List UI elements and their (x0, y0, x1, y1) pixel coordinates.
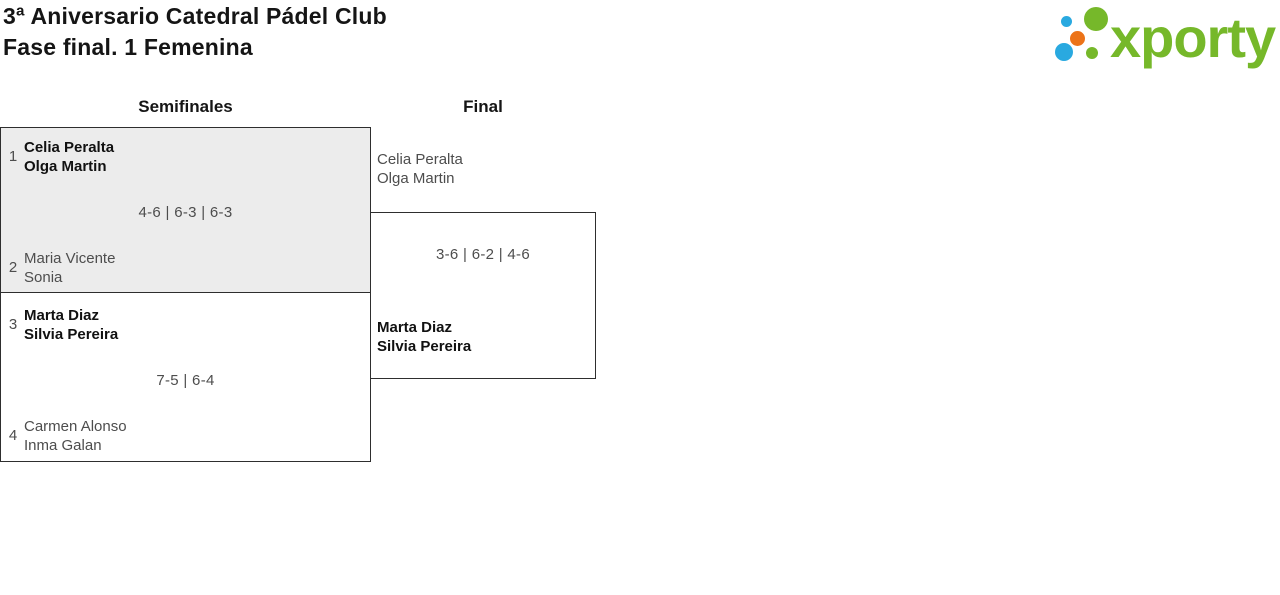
page-subtitle: Fase final. 1 Femenina (3, 34, 253, 60)
score-semifinal-2: 7-5 | 6-4 (156, 372, 215, 389)
player-name: Olga Martin (24, 158, 107, 175)
player-name: Silvia Pereira (24, 326, 119, 343)
match-box-semifinal-1 (0, 127, 371, 293)
match-box-final (370, 212, 596, 379)
player-name: Carmen Alonso (24, 418, 127, 435)
player-name: Marta Diaz (377, 319, 453, 336)
logo-dot-green-small-icon (1086, 47, 1098, 59)
player-name: Inma Galan (24, 437, 102, 454)
team-semifinal1-loser: Maria Vicente Sonia (24, 249, 115, 287)
logo-dot-orange-icon (1070, 31, 1085, 46)
score-semifinal-1: 4-6 | 6-3 | 6-3 (138, 204, 233, 221)
page-title: 3ª Aniversario Catedral Pádel Club (3, 3, 387, 29)
team-semifinal2-loser: Carmen Alonso Inma Galan (24, 417, 127, 455)
player-name: Maria Vicente (24, 250, 116, 267)
xporty-wordmark: xporty (1110, 6, 1276, 69)
title-block: 3ª Aniversario Catedral Pádel Club Fase … (3, 1, 387, 63)
seed-number: 4 (8, 427, 18, 444)
score-final: 3-6 | 6-2 | 4-6 (435, 246, 530, 263)
logo-dot-blue-large-icon (1055, 43, 1073, 61)
player-name: Celia Peralta (377, 151, 463, 168)
player-name: Silvia Pereira (377, 338, 472, 355)
seed-number: 3 (8, 316, 18, 333)
xporty-logo[interactable]: xporty (1048, 6, 1280, 70)
team-semifinal1-winner: Celia Peralta Olga Martin (24, 138, 114, 176)
player-name: Celia Peralta (24, 139, 115, 156)
team-final-top: Celia Peralta Olga Martin (377, 150, 463, 188)
match-box-semifinal-2 (0, 292, 371, 462)
player-name: Marta Diaz (24, 307, 100, 324)
seed-number: 1 (8, 148, 18, 165)
round-header-final: Final (463, 97, 503, 116)
player-name: Olga Martin (377, 170, 455, 187)
logo-dot-green-large-icon (1084, 7, 1108, 31)
player-name: Sonia (24, 269, 63, 286)
round-header-semifinales: Semifinales (138, 97, 233, 116)
team-final-winner: Marta Diaz Silvia Pereira (377, 318, 471, 356)
team-semifinal2-winner: Marta Diaz Silvia Pereira (24, 306, 118, 344)
seed-number: 2 (8, 259, 18, 276)
logo-dot-blue-small-icon (1061, 16, 1072, 27)
